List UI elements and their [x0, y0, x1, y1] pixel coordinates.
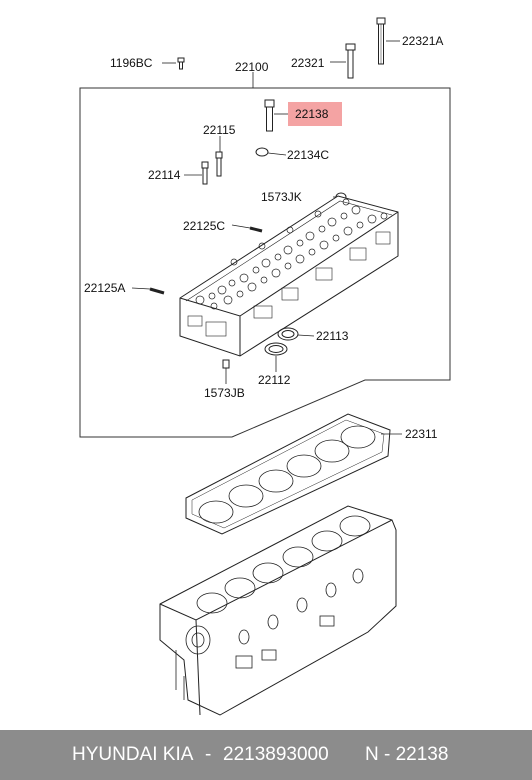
- stud-22125c-drawing: [249, 226, 263, 233]
- engine-block-drawing: [159, 505, 397, 716]
- parts-diagram: [79, 17, 451, 716]
- assembly-frame: [79, 87, 451, 438]
- label-22112[interactable]: 22112: [258, 373, 291, 387]
- label-22321[interactable]: 22321: [291, 56, 325, 70]
- label-1573jk[interactable]: 1573JK: [261, 190, 302, 204]
- label-1573jb[interactable]: 1573JB: [204, 386, 245, 400]
- footer-ref: N - 22138: [365, 744, 449, 765]
- label-22311[interactable]: 22311: [405, 427, 438, 441]
- footer-separator: -: [205, 744, 212, 765]
- head-gasket-drawing: [185, 413, 391, 535]
- label-22125a[interactable]: 22125A: [84, 281, 126, 295]
- label-22115[interactable]: 22115: [203, 123, 236, 137]
- plug-1573jb-drawing: [222, 359, 230, 369]
- seal-22134c-drawing: [255, 147, 269, 157]
- guide-22115-drawing: [215, 151, 223, 177]
- stud-22125a-drawing: [149, 287, 165, 295]
- bolt-22321a-drawing: [376, 17, 386, 65]
- label-22321a[interactable]: 22321A: [402, 34, 444, 48]
- valve-guide-22138-drawing: [264, 99, 275, 132]
- label-22113[interactable]: 22113: [316, 329, 349, 343]
- guide-22114-drawing: [201, 161, 209, 185]
- footer-part-number: 2213893000: [223, 744, 329, 765]
- ring-22113-drawing: [277, 327, 299, 341]
- pin-1196bc-drawing: [177, 57, 185, 70]
- label-22134c[interactable]: 22134C: [287, 148, 330, 162]
- highlight-box: [288, 102, 342, 126]
- cylinder-head-drawing: [179, 195, 399, 357]
- footer-brand: HYUNDAI KIA: [72, 744, 194, 765]
- label-22100[interactable]: 22100: [235, 60, 269, 74]
- footer-bar: HYUNDAI KIA - 2213893000 N - 22138: [0, 730, 532, 780]
- label-1196bc[interactable]: 1196BC: [110, 56, 153, 70]
- label-22125c[interactable]: 22125C: [183, 219, 226, 233]
- bolt-22321-drawing: [345, 43, 356, 79]
- label-22114[interactable]: 22114: [148, 168, 181, 182]
- label-22138[interactable]: 22138: [295, 107, 329, 121]
- ring-22112-drawing: [264, 342, 288, 356]
